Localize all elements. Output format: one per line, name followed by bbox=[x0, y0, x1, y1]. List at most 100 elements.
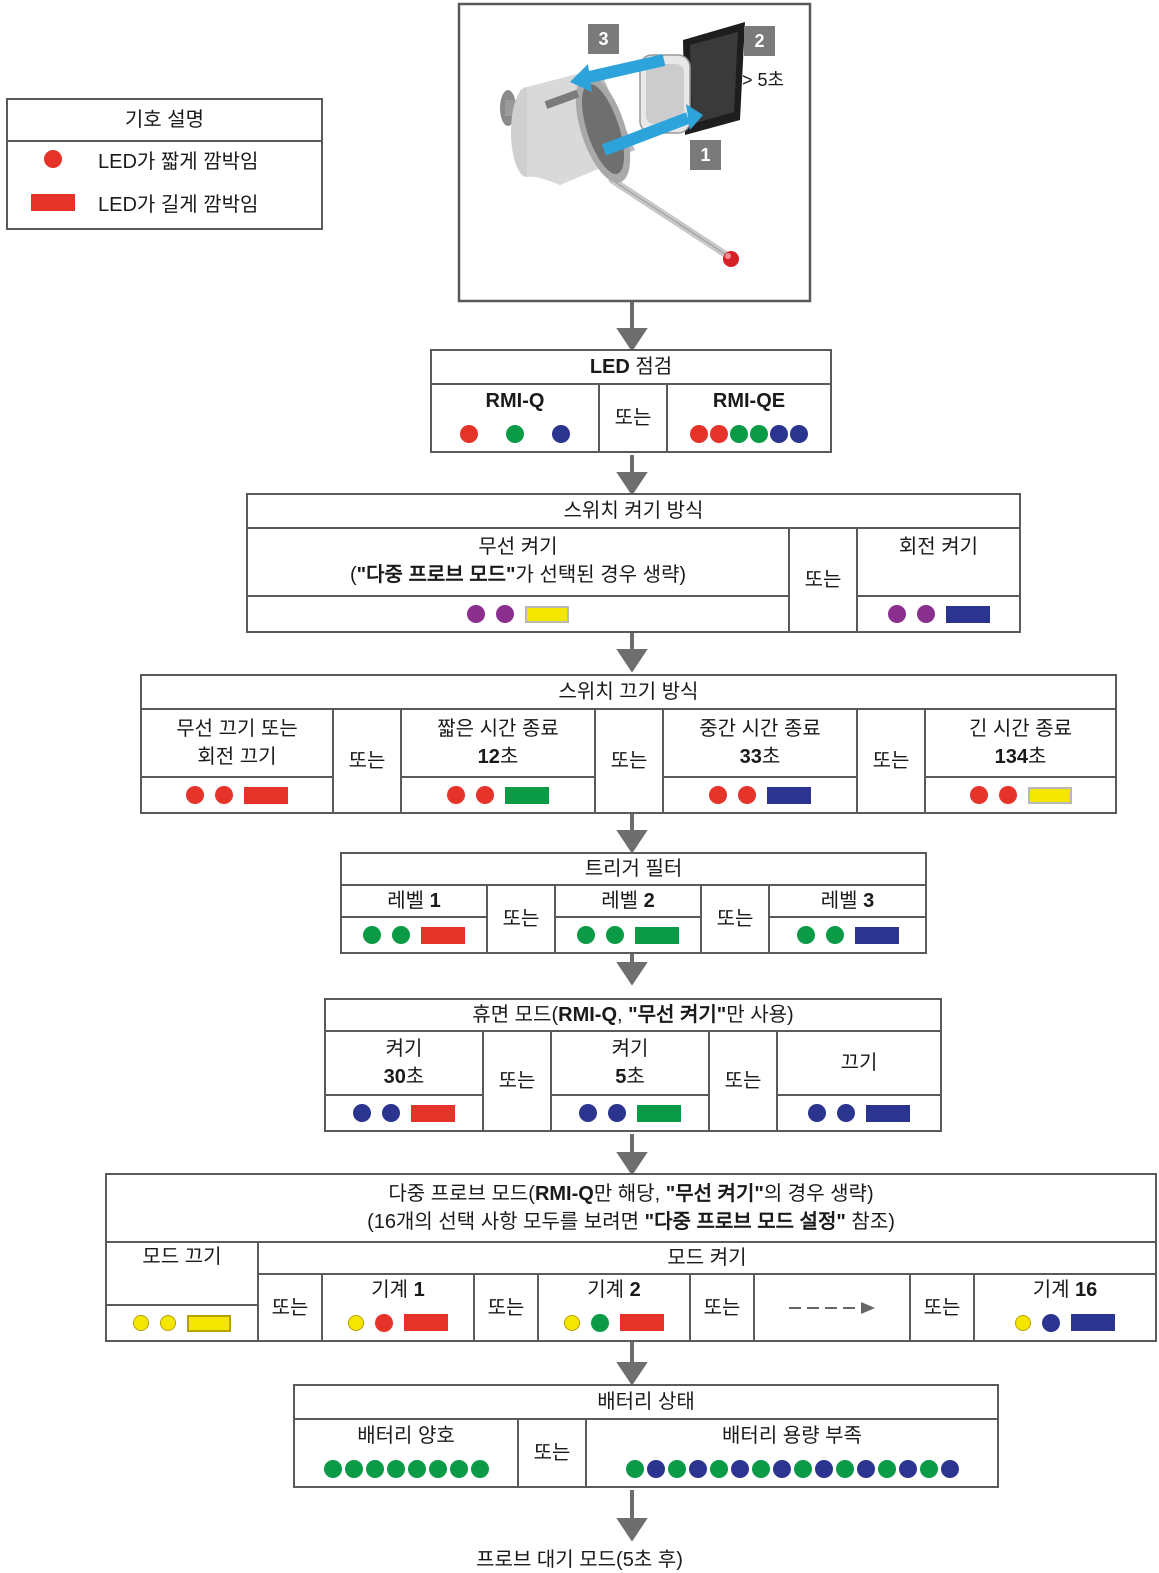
sleep-off: 끄기 bbox=[776, 1030, 942, 1095]
or-label: 또는 bbox=[517, 1418, 587, 1488]
led-green-long bbox=[635, 926, 679, 944]
led-purple bbox=[916, 605, 935, 623]
led-purple bbox=[887, 605, 906, 623]
or-label: 또는 bbox=[856, 708, 926, 814]
machine-16-label: 기계 16 bbox=[973, 1273, 1157, 1305]
led-green bbox=[591, 1313, 609, 1332]
probe-illustration bbox=[500, 22, 775, 267]
battery-low-label: 배터리 용량 부족 bbox=[585, 1418, 999, 1452]
led-blue bbox=[837, 1104, 855, 1122]
led-blue-long bbox=[767, 786, 811, 804]
step-badge-1: 1 bbox=[700, 145, 711, 165]
led-green bbox=[625, 1460, 644, 1478]
led-blue bbox=[382, 1104, 400, 1122]
switch-on-title: 스위치 켜기 방식 bbox=[246, 493, 1021, 529]
or-label: 또는 bbox=[332, 708, 402, 814]
led-blue bbox=[1042, 1313, 1060, 1332]
led-red bbox=[375, 1313, 393, 1332]
legend-table: 기호 설명 LED가 짧게 깜박임 LED가 길게 깜박임 bbox=[6, 98, 323, 230]
short-timeout-leds bbox=[402, 778, 594, 812]
led-blue bbox=[579, 1104, 597, 1122]
or-label: 또는 bbox=[482, 1030, 552, 1132]
led-green bbox=[506, 425, 524, 443]
or-label: 또는 bbox=[598, 383, 668, 453]
battery-title: 배터리 상태 bbox=[293, 1384, 999, 1420]
sleep-5s-leds bbox=[552, 1096, 708, 1130]
led-green-long bbox=[637, 1104, 681, 1122]
battery-low-leds bbox=[587, 1452, 997, 1486]
trigger-filter-table: 트리거 필터 레벨 1 또는 레벨 2 또는 레벨 3 bbox=[340, 852, 927, 954]
led-green bbox=[919, 1460, 938, 1478]
led-red-long bbox=[620, 1314, 664, 1331]
or-label: 또는 bbox=[788, 527, 858, 633]
led-blue bbox=[646, 1460, 665, 1478]
spin-on-leds bbox=[858, 597, 1019, 631]
battery-good-label: 배터리 양호 bbox=[293, 1418, 519, 1452]
led-yellow bbox=[160, 1315, 176, 1331]
radio-on-leds bbox=[248, 597, 788, 631]
led-green bbox=[428, 1460, 447, 1478]
led-green-long bbox=[505, 786, 549, 804]
led-blue-long bbox=[1071, 1314, 1115, 1331]
led-blue-long bbox=[866, 1104, 910, 1122]
led-green bbox=[667, 1460, 686, 1478]
led-purple bbox=[467, 605, 485, 623]
mode-off-label: 모드 끄기 bbox=[105, 1241, 259, 1306]
led-yellow bbox=[564, 1314, 580, 1331]
led-green bbox=[825, 926, 844, 944]
led-green bbox=[470, 1460, 489, 1478]
led-green bbox=[796, 926, 815, 944]
led-check-table: LED 점검 RMI-Q 또는 RMI-QE bbox=[430, 349, 832, 453]
led-red bbox=[460, 425, 478, 443]
long-blink-symbol bbox=[31, 194, 75, 211]
level-1-label: 레벨 1 bbox=[340, 884, 488, 917]
level-2-leds bbox=[556, 918, 700, 952]
level-2-label: 레벨 2 bbox=[554, 884, 702, 917]
trigger-filter-title: 트리거 필터 bbox=[340, 852, 927, 886]
machine-1-label: 기계 1 bbox=[321, 1273, 475, 1305]
led-blue bbox=[688, 1460, 707, 1478]
rmi-qe-leds bbox=[668, 417, 830, 451]
led-red bbox=[690, 425, 708, 443]
led-red-long bbox=[404, 1314, 448, 1331]
probe-standby-label: 프로브 대기 모드(5초 후) bbox=[476, 1549, 683, 1571]
led-red-long bbox=[411, 1104, 455, 1122]
led-blue bbox=[856, 1460, 875, 1478]
hold-time-label: > 5초 bbox=[742, 70, 785, 90]
led-green bbox=[365, 1460, 384, 1478]
battery-good-leds bbox=[295, 1452, 517, 1486]
led-blue-long bbox=[945, 605, 990, 623]
led-red bbox=[738, 786, 756, 804]
or-label: 또는 bbox=[486, 884, 556, 954]
radio-on-cell: 무선 켜기 ("다중 프로브 모드"가 선택된 경우 생략) bbox=[246, 527, 790, 597]
led-yellow bbox=[348, 1314, 364, 1331]
multi-probe-table: 다중 프로브 모드(RMI-Q만 해당, "무선 켜기"의 경우 생략) (16… bbox=[105, 1173, 1157, 1342]
led-yellow-long bbox=[187, 1314, 231, 1332]
led-blue bbox=[940, 1460, 959, 1478]
or-label: 또는 bbox=[700, 884, 770, 954]
led-green bbox=[793, 1460, 812, 1478]
led-green bbox=[363, 926, 381, 944]
led-green bbox=[407, 1460, 426, 1478]
long-timeout-leds bbox=[926, 778, 1115, 812]
medium-timeout-leds bbox=[664, 778, 856, 812]
led-green bbox=[344, 1460, 363, 1478]
led-red bbox=[186, 786, 204, 804]
sleep-30s-leds bbox=[326, 1096, 482, 1130]
led-green bbox=[323, 1460, 342, 1478]
led-green bbox=[877, 1460, 896, 1478]
sleep-mode-title: 휴면 모드(RMI-Q, "무선 켜기"만 사용) bbox=[324, 998, 942, 1032]
short-blink-symbol bbox=[44, 150, 62, 168]
spin-on-label: 회전 켜기 bbox=[856, 527, 1021, 596]
connector-arrows bbox=[616, 302, 648, 1542]
led-red bbox=[447, 786, 465, 804]
led-red bbox=[998, 786, 1017, 804]
led-blue bbox=[353, 1104, 371, 1122]
rmi-q-leds bbox=[432, 417, 598, 451]
led-purple bbox=[496, 605, 514, 623]
led-green bbox=[709, 1460, 728, 1478]
